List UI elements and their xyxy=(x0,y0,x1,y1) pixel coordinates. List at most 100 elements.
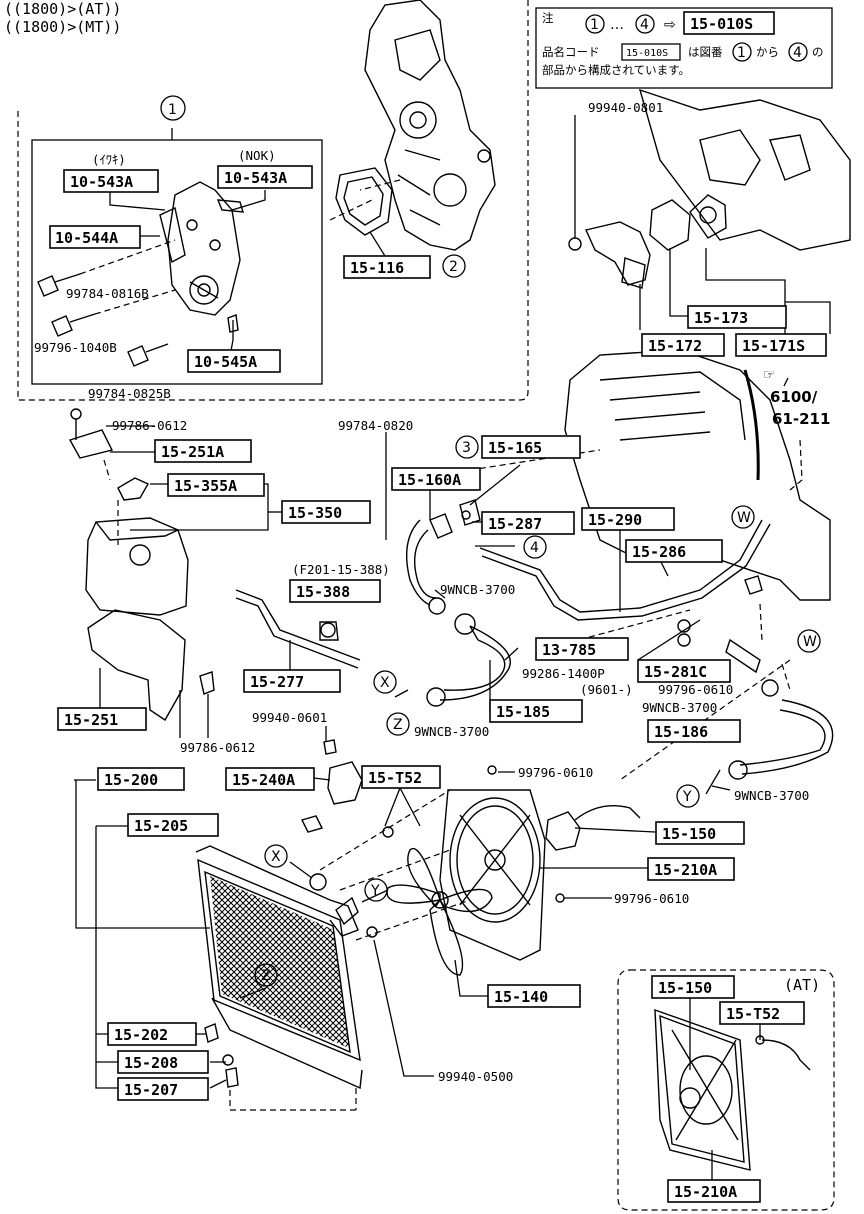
part-15-200: 15-200 xyxy=(104,771,158,789)
bolt-99286-1400p: 99286-1400P xyxy=(522,666,605,681)
timing-cover-drawing xyxy=(329,0,496,251)
callout-2: 2 xyxy=(449,259,458,275)
bolt-99786-0612-bottom: 99786-0612 xyxy=(180,740,255,755)
part-15-286: 15-286 xyxy=(632,543,686,561)
part-15-277: 15-277 xyxy=(250,673,304,691)
callout-x-2: X xyxy=(271,849,281,865)
gasket-drawing xyxy=(335,167,393,236)
part-10-543a-iwaki: 10-543A xyxy=(70,173,133,191)
part-15-350: 15-350 xyxy=(288,504,342,522)
callout-w-2: W xyxy=(803,634,817,650)
part-15-140: 15-140 xyxy=(494,988,548,1006)
hose-clamp-9wncb-a: 9WNCB-3700 xyxy=(440,582,515,597)
part-15-208: 15-208 xyxy=(124,1054,178,1072)
nut-99940-0601: 99940-0601 xyxy=(252,710,327,725)
hose-clamp-9wncb-b: 9WNCB-3700 xyxy=(642,700,717,715)
hand-pointer-icon: ☞ xyxy=(764,365,774,385)
part-10-544a: 10-544A xyxy=(55,229,118,247)
part-15-210a: 15-210A xyxy=(654,861,717,879)
bolt-99796-0610-a: 99796-0610 xyxy=(658,682,733,697)
radiator-drawing xyxy=(195,739,471,1111)
callout-z-1: Z xyxy=(393,717,403,733)
note-dots: … xyxy=(610,17,624,33)
part-15-207: 15-207 xyxy=(124,1081,178,1099)
part-15-171s: 15-171S xyxy=(742,337,805,355)
callout-3: 3 xyxy=(462,440,471,456)
part-15-205: 15-205 xyxy=(134,817,188,835)
bolt-99784-0820: 99784-0820 xyxy=(338,418,413,433)
bolt-99784-0816b: 99784-0816B xyxy=(66,286,149,301)
part-15-116: 15-116 xyxy=(350,259,404,277)
part-15-355a: 15-355A xyxy=(174,477,237,495)
part-15-150: 15-150 xyxy=(662,825,716,843)
label-f201-15-388: (F201-15-388) xyxy=(292,562,390,577)
part-15-165: 15-165 xyxy=(488,439,542,457)
at-fan-drawing xyxy=(654,1008,811,1171)
note-arrow: ⇨ xyxy=(664,17,676,33)
part-15-185: 15-185 xyxy=(496,703,550,721)
part-15-186: 15-186 xyxy=(654,723,708,741)
ref-61-211: 61-211 xyxy=(772,410,830,428)
section-borders xyxy=(17,0,835,1211)
note-line2-d: から xyxy=(756,45,779,59)
callout-4: 4 xyxy=(530,540,539,556)
part-15-210a-at: 15-210A xyxy=(674,1183,737,1201)
callout-z-2: Z xyxy=(261,968,271,984)
hose-clamp-9wncb-d: 9WNCB-3700 xyxy=(734,788,809,803)
part-15-t52: 15-T52 xyxy=(368,769,422,787)
part-15-202: 15-202 xyxy=(114,1026,168,1044)
group-1-number: 1 xyxy=(168,102,177,118)
note-line2-a: 品名コード xyxy=(542,45,600,59)
bolt-99796-1040b: 99796-1040B xyxy=(34,340,117,355)
part-15-150-at: 15-150 xyxy=(658,979,712,997)
part-15-281c: 15-281C xyxy=(644,663,707,681)
bolt-99940-0801: 99940-0801 xyxy=(588,100,663,115)
note-circle-4b: 4 xyxy=(793,45,802,61)
part-15-160a: 15-160A xyxy=(398,471,461,489)
note-part-number: 15-010S xyxy=(690,15,753,33)
note-title: 注 xyxy=(542,11,554,25)
part-15-172: 15-172 xyxy=(648,337,702,355)
water-pump-drawing xyxy=(37,181,244,367)
note-circle-1b: 1 xyxy=(737,45,746,61)
bolt-99784-0825b: 99784-0825B xyxy=(88,386,171,401)
bolt-99786-0612-top: 99786-0612 xyxy=(112,418,187,433)
ref-6100: 6100/ xyxy=(770,388,818,406)
part-15-290: 15-290 xyxy=(588,511,642,529)
nut-99940-0500: 99940-0500 xyxy=(438,1069,513,1084)
water-pump-group-box xyxy=(31,139,323,385)
callout-y-2: Y xyxy=(370,883,380,899)
callout-w-1: W xyxy=(737,510,751,526)
label-iwaki: (ｲﾜｷ) xyxy=(92,152,126,167)
note: 注 1 … 4 ⇨ 15-010S 品名コード 15-010S は図番 1 から… xyxy=(542,11,824,77)
bolt-99796-0610-c: 99796-0610 xyxy=(614,891,689,906)
note-line2-e: の xyxy=(812,45,824,59)
part-15-287: 15-287 xyxy=(488,515,542,533)
note-line3: 部品から構成されています。 xyxy=(542,63,690,77)
part-13-785: 13-785 xyxy=(542,641,596,659)
thermostat-drawing xyxy=(568,88,851,289)
callout-circles xyxy=(160,95,821,987)
callout-x-1: X xyxy=(380,675,390,691)
note-line2-b: 15-010S xyxy=(626,48,668,59)
part-10-543a-nok: 10-543A xyxy=(224,169,287,187)
part-15-240a: 15-240A xyxy=(232,771,295,789)
note-box xyxy=(535,7,833,89)
label-nok: (NOK) xyxy=(238,148,276,163)
hose-clamp-9wncb-c: 9WNCB-3700 xyxy=(414,724,489,739)
note-circle-4: 4 xyxy=(640,17,649,33)
note-circle-1: 1 xyxy=(590,17,599,33)
note-line2-c: は図番 xyxy=(688,45,723,59)
part-10-545a: 10-545A xyxy=(194,353,257,371)
bolt-99796-0610-b: 99796-0610 xyxy=(518,765,593,780)
fan-shroud-drawing xyxy=(366,765,641,976)
at-fan-group-box xyxy=(617,969,835,1211)
part-15-251a: 15-251A xyxy=(161,443,224,461)
labels: 1 (ｲﾜｷ) (NOK) 10-543A 10-543A 10-544A 10… xyxy=(34,100,830,1201)
reservoir-drawing xyxy=(68,408,361,721)
part-15-t52-at: 15-T52 xyxy=(726,1005,780,1023)
part-number-boxes xyxy=(49,165,827,1203)
note-9601: (9601-) xyxy=(580,682,633,697)
part-15-251: 15-251 xyxy=(64,711,118,729)
